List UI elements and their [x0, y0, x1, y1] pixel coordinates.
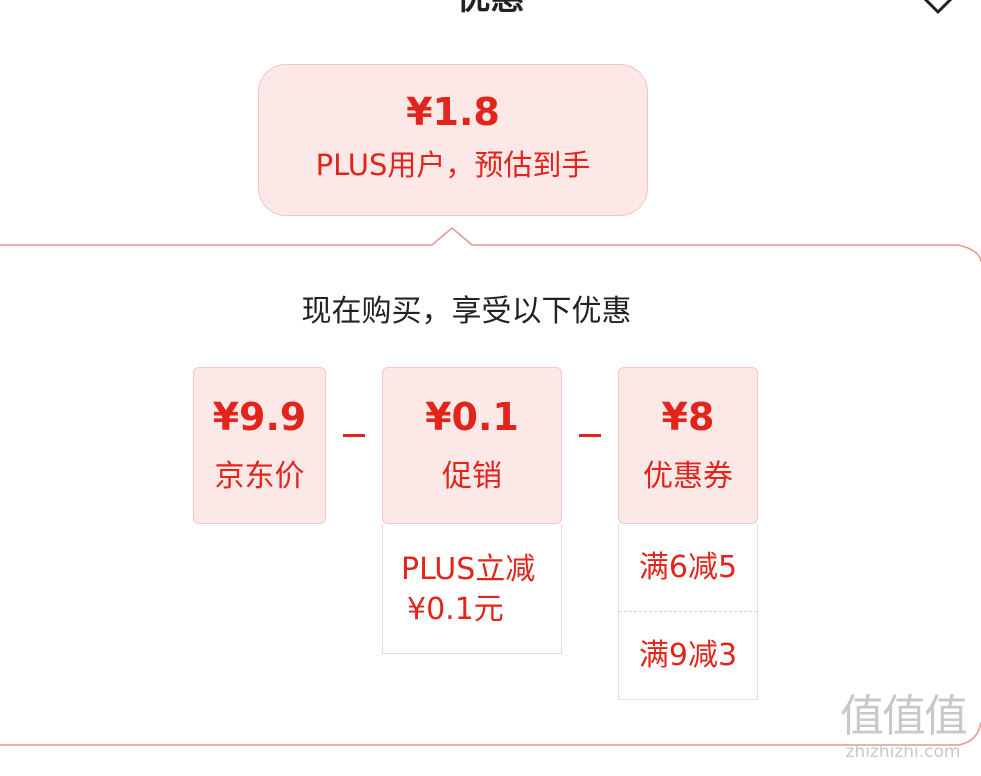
- coupon-card: ¥8 优惠券: [618, 367, 758, 524]
- estimated-price-bubble: ¥1.8 PLUS用户，预估到手: [258, 64, 648, 216]
- estimated-price: ¥1.8: [406, 90, 500, 134]
- coupon-amount: ¥8: [661, 395, 715, 439]
- promotion-detail-box: PLUS立减 ¥0.1元: [382, 524, 562, 654]
- sheet-title: 优惠: [0, 0, 981, 18]
- jd-price-label: 京东价: [214, 459, 305, 494]
- coupon-label: 优惠券: [643, 459, 733, 494]
- promotion-detail-value: ¥0.1元: [407, 592, 504, 627]
- minus-sign: [343, 434, 365, 437]
- promotion-card: ¥0.1 促销: [382, 367, 562, 524]
- promotion-detail-title: PLUS立减: [401, 552, 536, 587]
- coupon-rule: 满9减3: [638, 638, 738, 673]
- jd-price-amount: ¥9.9: [212, 395, 307, 439]
- coupon-rule: 满6减5: [619, 524, 757, 612]
- discount-heading: 现在购买，享受以下优惠: [301, 294, 632, 329]
- site-watermark: 值值值 zhizhizhi.com: [828, 691, 978, 763]
- close-icon[interactable]: [914, 0, 962, 18]
- watermark-domain: zhizhizhi.com: [845, 742, 961, 762]
- coupon-detail-box: 满6减5 满9减3: [618, 524, 758, 700]
- minus-sign: [579, 434, 601, 437]
- watermark-logo: 值值值: [840, 691, 968, 742]
- jd-price-card: ¥9.9 京东价: [193, 367, 326, 524]
- estimated-price-caption: PLUS用户，预估到手: [315, 148, 591, 182]
- promotion-amount: ¥0.1: [425, 395, 519, 439]
- promotion-label: 促销: [442, 459, 502, 494]
